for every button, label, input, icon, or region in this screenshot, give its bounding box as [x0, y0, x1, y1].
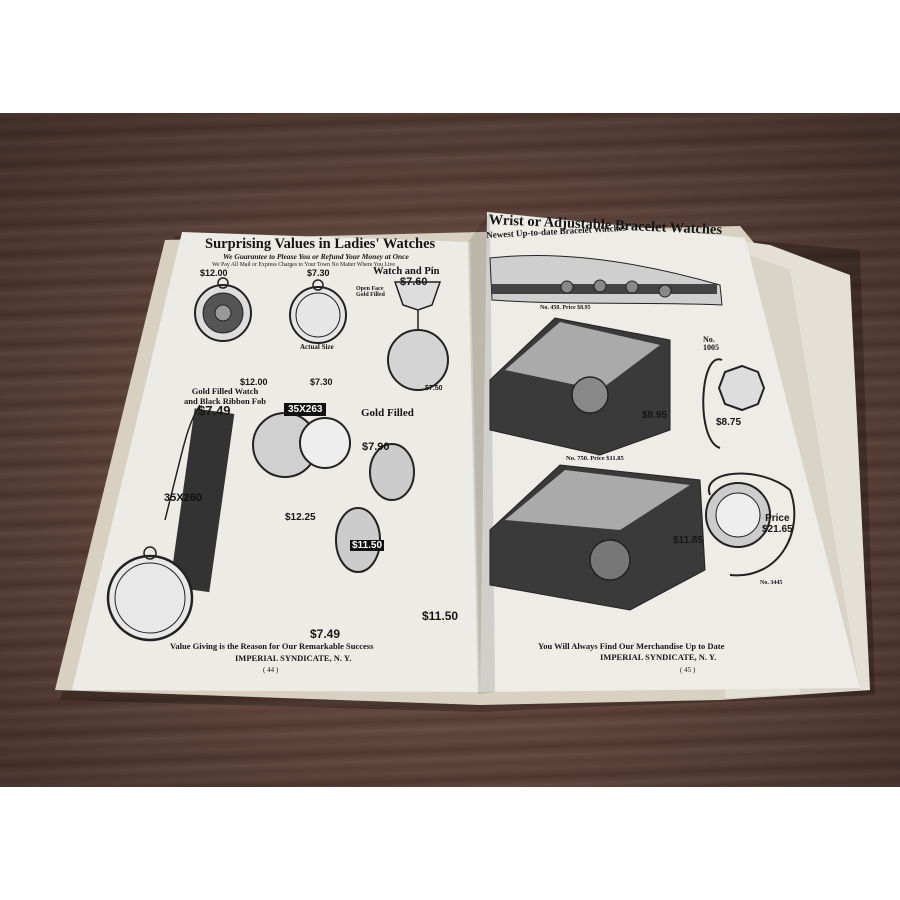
no-450-label: No. 450. Price $8.95 — [540, 305, 591, 311]
no-750-label: No. 750. Price $11.85 — [566, 455, 624, 462]
actual-size-label: Actual Size — [300, 343, 334, 351]
right-page-number: ( 45 ) — [680, 666, 696, 674]
price-gold-filled: $7.90 — [362, 441, 390, 453]
price-watch-3: $7.60 — [400, 276, 428, 288]
box-2-watch-icon — [589, 539, 631, 581]
left-page-subtitle: We Guarantee to Please You or Refund You… — [223, 252, 409, 261]
price-bracelet-watch: Price $21.65 — [762, 513, 793, 535]
price-35x263: $12.25 — [285, 512, 316, 523]
ribbon-fob-icon — [169, 408, 235, 593]
left-footer-1: Value Giving is the Reason for Our Remar… — [170, 641, 374, 651]
left-page-number: ( 44 ) — [263, 666, 279, 674]
right-illustrations — [489, 255, 796, 611]
price-box-2: $11.85 — [673, 535, 704, 546]
box-1-watch-icon — [571, 376, 609, 414]
no-1005-label: No. 1005 — [703, 335, 719, 352]
price-watch-1: $12.00 — [200, 268, 228, 278]
item-35x263-label: 35X263 — [284, 403, 327, 416]
left-page-title: Surprising Values in Ladies' Watches — [205, 236, 436, 252]
small-watch-icon — [289, 286, 347, 344]
price-bracelet-2: $8.75 — [716, 417, 742, 428]
price-fob-watch: $7.49 — [198, 403, 231, 418]
octagon-wrist-watch-icon — [717, 364, 766, 412]
price-watch-2: $7.30 — [307, 268, 330, 278]
large-pocket-watch-icon — [106, 554, 194, 642]
watch-and-pin-label: Watch and Pin — [373, 266, 440, 277]
gutter-shadow — [468, 212, 495, 694]
open-face-label: Open Face Gold Filled — [356, 286, 385, 298]
price-fob-bottom: $7.49 — [310, 627, 341, 641]
price-watch-1-bottom: $12.00 — [240, 377, 268, 387]
right-footer-2: IMPERIAL SYNDICATE, N. Y. — [600, 652, 717, 662]
no-3445-label: No. 3445 — [760, 580, 783, 586]
price-locket-2: $11.50 — [422, 609, 459, 623]
left-page-subtitle-2: We Pay All Mail or Express Charges to Yo… — [212, 262, 396, 268]
pin-watch-icon — [387, 329, 449, 391]
gold-filled-label: Gold Filled — [361, 407, 414, 419]
gold-filled-fob-label: Gold Filled Watch and Black Ribbon Fob — [184, 386, 266, 406]
locket-watch-icon — [369, 443, 415, 501]
open-watch-dial-icon — [299, 417, 351, 469]
item-35x260-label: 35X260 — [164, 492, 202, 504]
right-footer-1: You Will Always Find Our Merchandise Up … — [538, 641, 725, 651]
price-watch-2-bottom: $7.30 — [310, 377, 333, 387]
price-pin-watch: $7.50 — [425, 385, 443, 392]
price-locket: $11.50 — [350, 540, 385, 551]
pin-icon — [393, 281, 442, 311]
left-footer-2: IMPERIAL SYNDICATE, N. Y. — [235, 653, 352, 663]
price-bracelet-1: $8.95 — [642, 410, 668, 421]
